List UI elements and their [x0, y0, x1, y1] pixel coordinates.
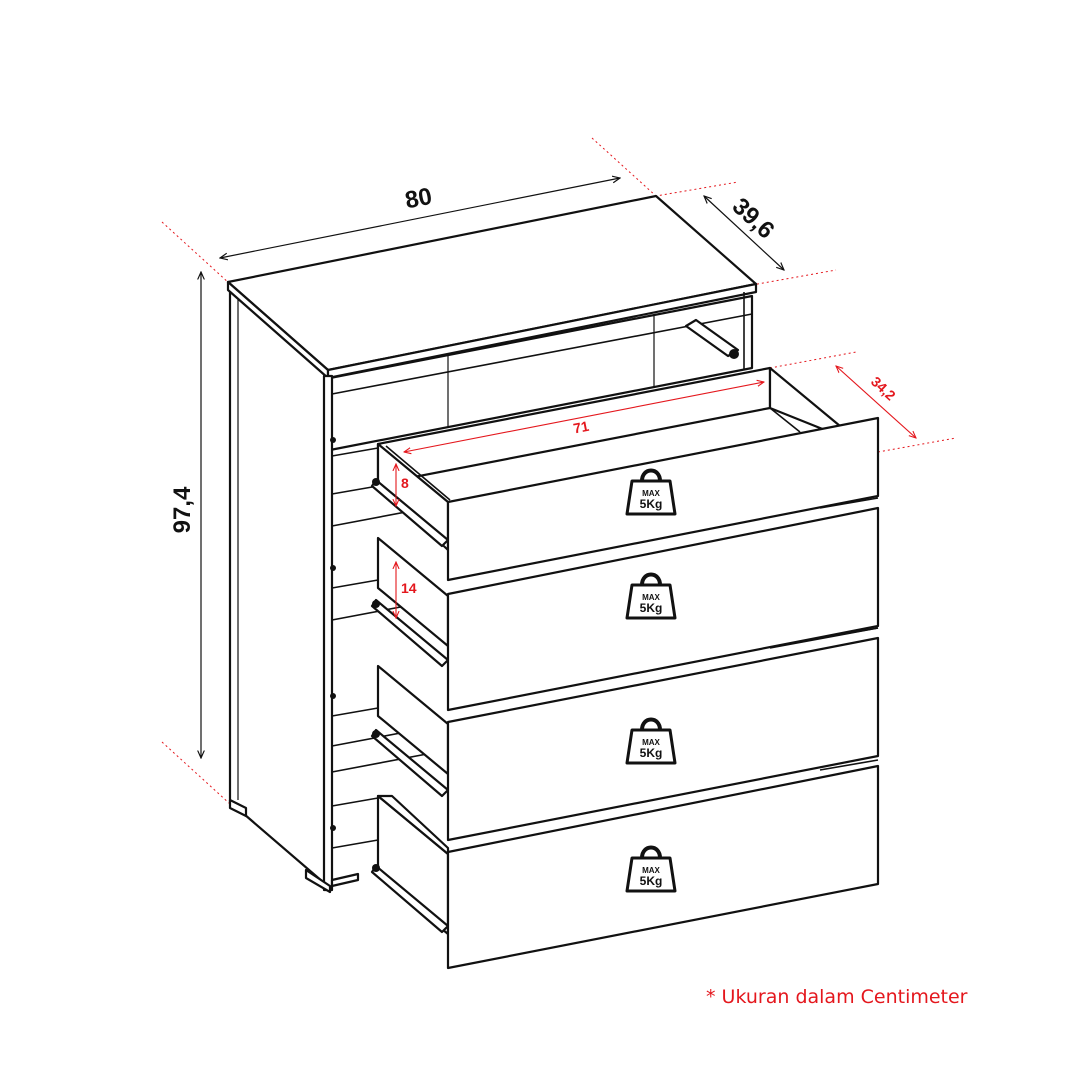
weight-badge-4: MAX 5Kg	[625, 845, 677, 893]
carcass	[226, 194, 758, 894]
weight-badge-1: MAX 5Kg	[625, 468, 677, 516]
top-right-slide	[684, 318, 740, 358]
units-note: * Ukuran dalam Centimeter	[706, 986, 968, 1008]
svg-text:5Kg: 5Kg	[640, 601, 663, 615]
foot	[304, 868, 332, 894]
dimension-top-drawer-height: 8	[396, 464, 409, 506]
height-label: 97,4	[169, 486, 196, 533]
guide-lines	[161, 137, 957, 805]
dimension-drawer-width: 71	[404, 382, 764, 452]
svg-text:5Kg: 5Kg	[640, 874, 663, 888]
front-edge	[322, 374, 334, 892]
dimension-height: 97,4	[169, 272, 201, 758]
svg-text:MAX: MAX	[642, 866, 660, 875]
svg-text:5Kg: 5Kg	[640, 497, 663, 511]
svg-text:MAX: MAX	[642, 738, 660, 747]
svg-text:5Kg: 5Kg	[640, 746, 663, 760]
drawer-height-label: 14	[401, 580, 417, 596]
top-drawer-height-label: 8	[401, 475, 409, 491]
dimension-drawer-height: 14	[396, 562, 417, 618]
svg-text:MAX: MAX	[642, 489, 660, 498]
svg-text:MAX: MAX	[642, 593, 660, 602]
weight-badge-2: MAX 5Kg	[625, 572, 677, 620]
dimension-width: 80	[220, 178, 620, 258]
drawer-width-label: 71	[572, 418, 591, 437]
weight-badge-3: MAX 5Kg	[625, 717, 677, 765]
width-label: 80	[403, 183, 434, 215]
left-side-panel	[228, 288, 332, 890]
depth-label: 39,6	[727, 193, 780, 245]
